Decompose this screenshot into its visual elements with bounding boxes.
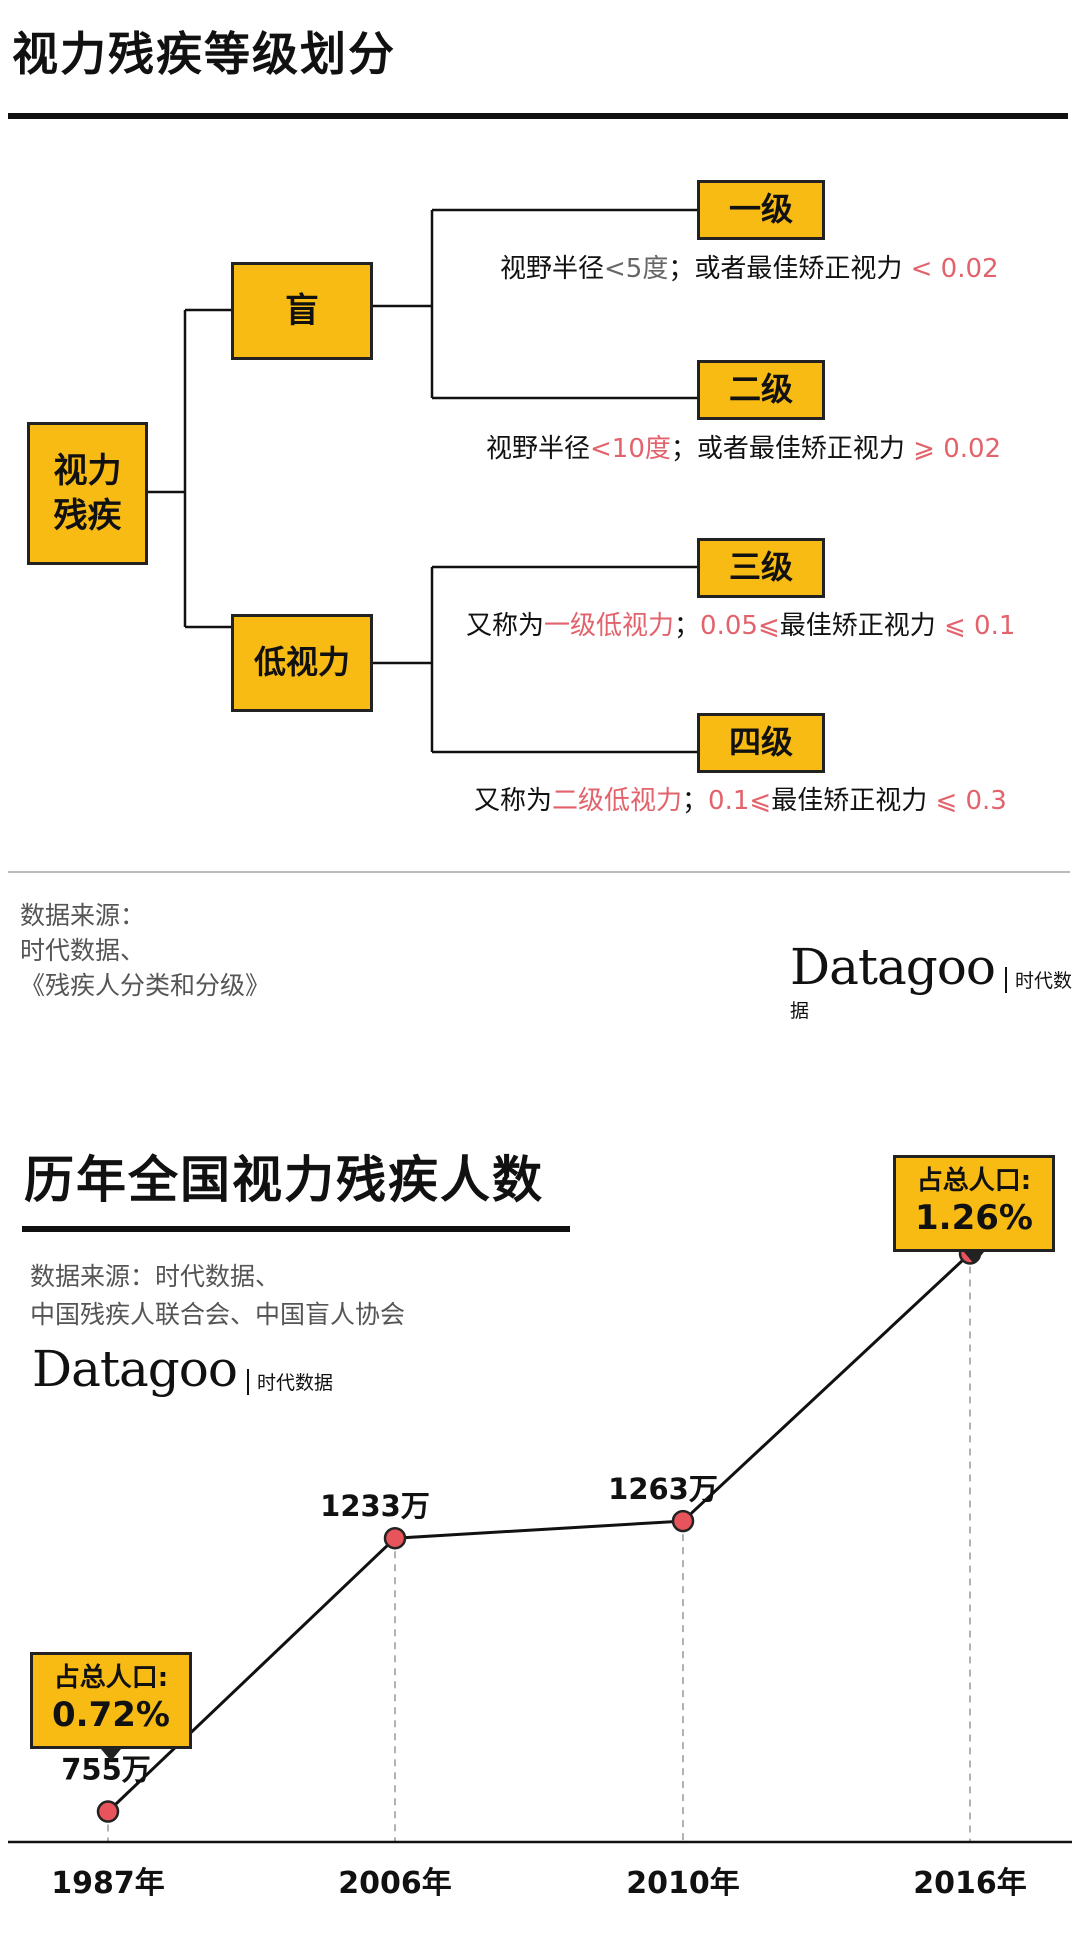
callout-label: 占总人口:: [916, 1166, 1032, 1196]
category-node-blind: 盲: [231, 262, 373, 360]
callout-percent: 1.26%: [915, 1198, 1033, 1238]
population-share-callout-3: 占总人口:1.26%: [893, 1155, 1055, 1252]
level-4-desc-part-0: 又称为: [474, 786, 553, 816]
level-3-desc-part-4: 最佳矫正视力: [779, 611, 944, 641]
level-4-desc-part-5: ⩽ 0.3: [935, 786, 1007, 816]
level-2-description: 视野半径<10度；或者最佳矫正视力 ⩾ 0.02: [486, 428, 1001, 465]
level-4-desc-part-2: ；: [682, 786, 709, 816]
level-node-1: 一级: [697, 180, 825, 240]
x-tick-label-0: 1987年: [51, 1866, 165, 1901]
level-3-desc-part-1: 一级低视力: [544, 611, 675, 641]
level-2-desc-part-1: <10度: [590, 434, 671, 464]
level-1-desc-part-0: 视野半径: [500, 254, 605, 284]
logo-word: Datagoo: [32, 1340, 238, 1398]
datagoo-logo-bottom: Datagoo 时代数据: [32, 1340, 333, 1398]
level-4-desc-part-4: 最佳矫正视力: [771, 786, 936, 816]
population-share-callout-0: 占总人口:0.72%: [30, 1652, 192, 1749]
level-3-desc-part-3: 0.05⩽: [700, 611, 780, 641]
data-point-2: [671, 1509, 695, 1533]
level-2-desc-part-3: ⩾ 0.02: [913, 434, 1002, 464]
level-node-4: 四级: [697, 713, 825, 773]
series-line: [106, 1252, 972, 1813]
level-1-description: 视野半径<5度；或者最佳矫正视力 < 0.02: [500, 248, 999, 285]
x-tick-label-1: 2006年: [338, 1866, 452, 1901]
data-point-0: [96, 1800, 120, 1823]
level-2-desc-part-2: ；或者最佳矫正视力: [670, 434, 914, 464]
section-divider: [8, 871, 1070, 873]
level-3-description: 又称为一级低视力；0.05⩽最佳矫正视力 ⩽ 0.1: [466, 605, 1015, 642]
level-4-description: 又称为二级低视力；0.1⩽最佳矫正视力 ⩽ 0.3: [474, 780, 1007, 817]
level-1-desc-part-3: < 0.02: [910, 254, 999, 284]
level-2-desc-part-0: 视野半径: [486, 434, 591, 464]
logo-cn: 时代数据: [790, 970, 1073, 1022]
value-label-2: 1263万: [608, 1472, 718, 1506]
callout-pointer-0: [101, 1749, 121, 1761]
level-3-desc-part-0: 又称为: [466, 611, 545, 641]
level-4-desc-part-3: 0.1⩽: [708, 786, 772, 816]
data-point-1: [383, 1526, 407, 1550]
level-1-desc-part-2: ；或者最佳矫正视力: [668, 254, 911, 284]
section1-title: 视力残疾等级划分: [12, 27, 396, 81]
level-3-desc-part-2: ；: [674, 611, 701, 641]
value-label-1: 1233万: [320, 1489, 430, 1523]
category-node-low-vision: 低视力: [231, 614, 373, 712]
callout-pointer-3: [964, 1252, 984, 1264]
section1-title-underline: [8, 113, 1068, 119]
x-tick-label-3: 2016年: [913, 1866, 1027, 1901]
section1-source: 数据来源： 时代数据、 《残疾人分类和分级》: [20, 901, 271, 1000]
callout-label: 占总人口:: [53, 1663, 169, 1693]
level-node-3: 三级: [697, 538, 825, 598]
logo-word: Datagoo: [790, 938, 996, 996]
level-3-desc-part-5: ⩽ 0.1: [944, 611, 1016, 641]
x-tick-label-2: 2010年: [626, 1866, 740, 1901]
logo-cn: 时代数据: [257, 1372, 334, 1394]
level-4-desc-part-1: 二级低视力: [552, 786, 683, 816]
root-node-vision-disability: 视力 残疾: [27, 422, 148, 565]
level-node-2: 二级: [697, 360, 825, 420]
section2-source: 数据来源：时代数据、 中国残疾人联合会、中国盲人协会: [30, 1262, 406, 1329]
level-1-desc-part-1: <5度: [604, 254, 669, 284]
callout-percent: 0.72%: [52, 1695, 170, 1735]
tree-connectors: [146, 208, 697, 754]
section2-title-underline: [22, 1226, 570, 1232]
section2-title: 历年全国视力残疾人数: [24, 1151, 544, 1209]
